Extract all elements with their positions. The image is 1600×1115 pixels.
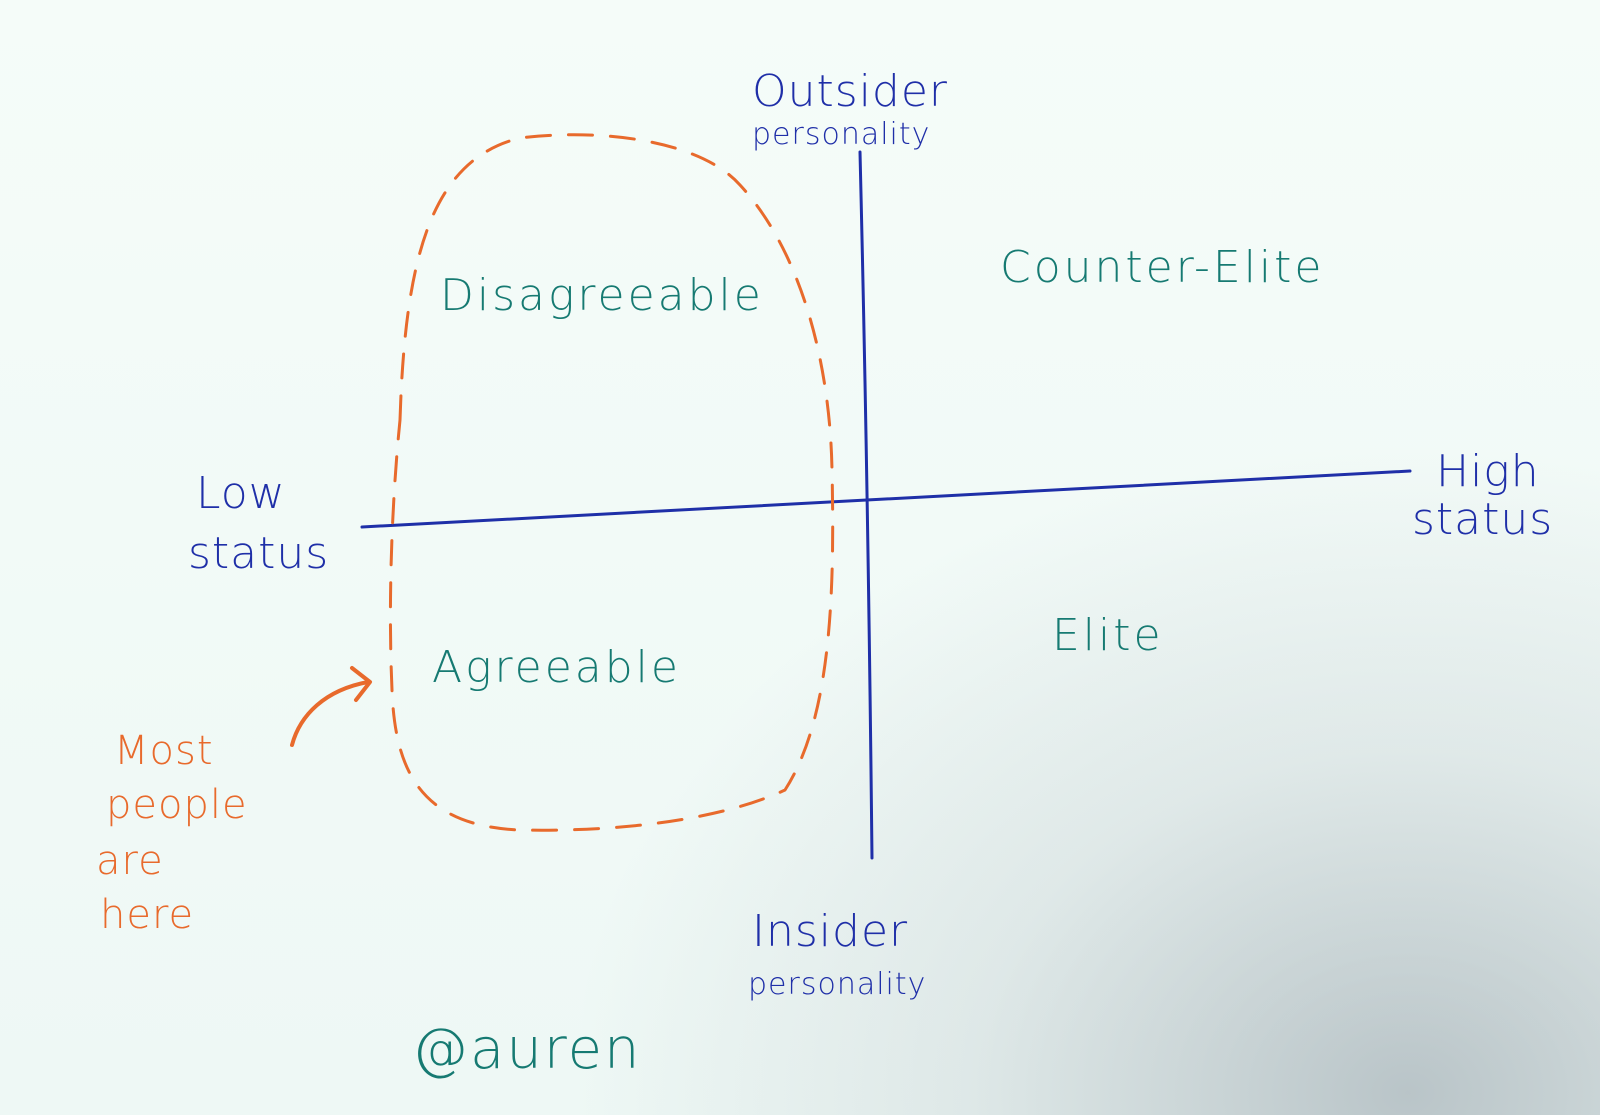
quadrant-label-counter-elite: Counter-Elite: [1000, 242, 1324, 293]
right-axis-label-line2: status: [1412, 494, 1553, 545]
quadrant-label-disagreeable: Disagreeable: [440, 270, 764, 321]
left-axis-label-line2: status: [188, 528, 329, 579]
most-people-region: [388, 133, 835, 832]
horizontal-axis: [360, 469, 1412, 529]
top-axis-label-line1: Outsider: [752, 66, 948, 117]
vertical-axis: [858, 150, 874, 860]
annotation-line-1: Most: [114, 728, 214, 774]
quadrant-label-elite: Elite: [1052, 610, 1164, 661]
top-axis-label-line2: personality: [752, 117, 930, 152]
left-axis-label-line1: Low: [196, 468, 286, 519]
annotation-line-3: are: [96, 838, 164, 884]
quadrant-label-agreeable: Agreeable: [432, 642, 681, 693]
annotation-arrow: [290, 680, 370, 747]
right-axis-label-line1: High: [1436, 446, 1540, 497]
annotation-line-4: here: [100, 892, 194, 938]
annotation-line-2: people: [106, 782, 248, 828]
bottom-axis-label-line2: personality: [748, 967, 926, 1002]
arrow-head: [350, 666, 372, 702]
bottom-axis-label-line1: Insider: [752, 906, 908, 957]
signature: @auren: [412, 1017, 642, 1082]
